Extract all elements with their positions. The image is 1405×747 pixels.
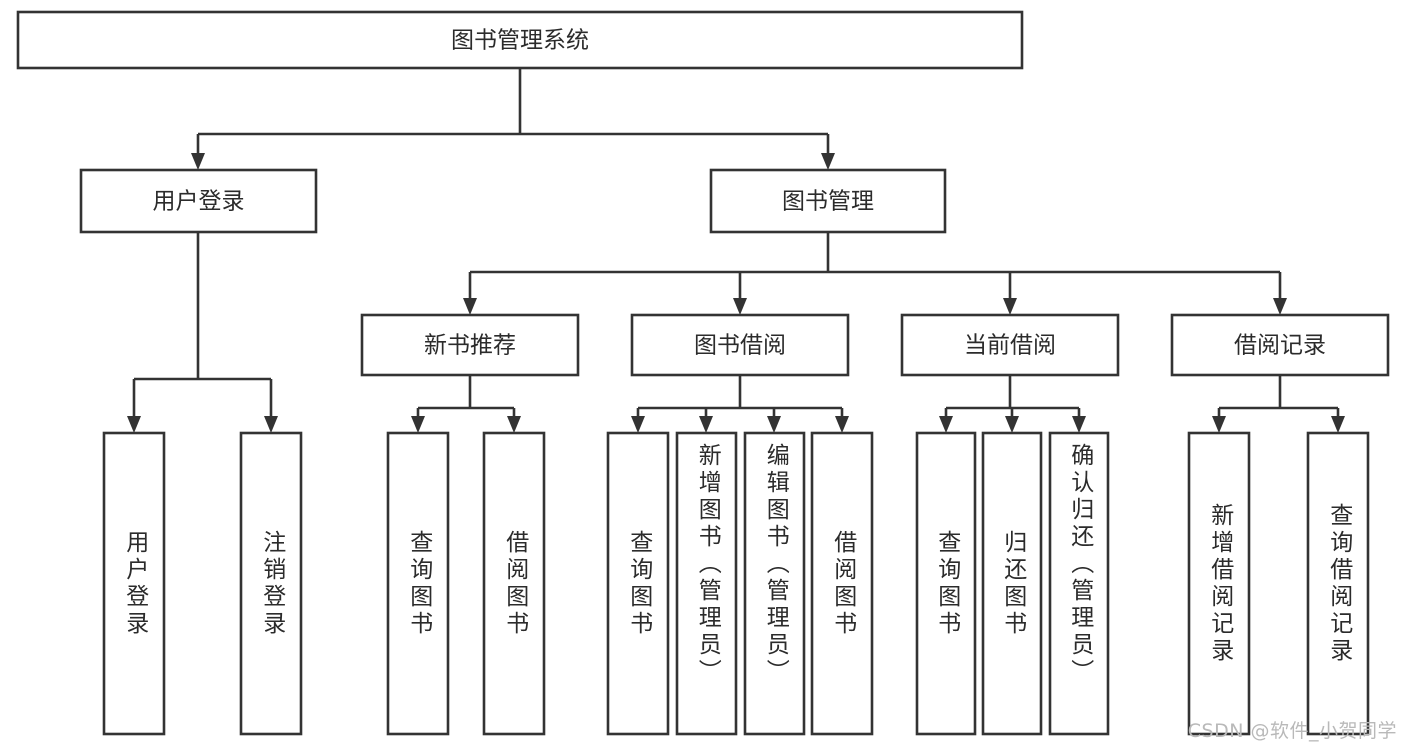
arrow-head-icon: [733, 298, 747, 315]
arrow-head-icon: [411, 416, 425, 433]
level2-node-label-1: 图书管理: [782, 189, 874, 215]
node-box-layer: [16, 10, 1390, 736]
arrow-head-icon: [631, 416, 645, 433]
leaf-node-box-5[interactable]: [675, 431, 738, 736]
level3-node-label-0: 新书推荐: [424, 333, 516, 359]
arrow-head-icon: [821, 153, 835, 170]
level3-node-box-2[interactable]: [900, 313, 1120, 377]
leaf-node-box-7[interactable]: [810, 431, 874, 736]
leaf-node-box-8[interactable]: [915, 431, 977, 736]
leaf-node-box-1[interactable]: [239, 431, 303, 736]
level2-node-box-0[interactable]: [79, 168, 318, 234]
arrow-head-icon: [507, 416, 521, 433]
leaf-node-box-4[interactable]: [606, 431, 670, 736]
level3-node-box-0[interactable]: [360, 313, 580, 377]
leaf-node-box-10[interactable]: [1048, 431, 1110, 736]
arrow-head-icon: [191, 153, 205, 170]
arrow-head-icon: [835, 416, 849, 433]
leaf-node-box-0[interactable]: [102, 431, 166, 736]
arrow-head-icon: [1212, 416, 1226, 433]
leaf-node-box-9[interactable]: [981, 431, 1043, 736]
arrow-head-icon: [1072, 416, 1086, 433]
level2-node-label-0: 用户登录: [153, 189, 245, 215]
connector-layer: [127, 68, 1345, 433]
arrow-head-icon: [463, 298, 477, 315]
level3-node-label-1: 图书借阅: [694, 333, 786, 359]
arrow-head-icon: [1003, 298, 1017, 315]
arrow-head-icon: [699, 416, 713, 433]
arrow-head-icon: [1331, 416, 1345, 433]
leaf-node-box-11[interactable]: [1187, 431, 1251, 736]
level3-node-label-2: 当前借阅: [964, 333, 1056, 359]
root-node-label-0: 图书管理系统: [451, 28, 589, 54]
arrow-head-icon: [264, 416, 278, 433]
arrow-head-icon: [767, 416, 781, 433]
leaf-node-box-2[interactable]: [386, 431, 450, 736]
arrow-head-icon: [1005, 416, 1019, 433]
arrow-head-icon: [127, 416, 141, 433]
leaf-node-box-12[interactable]: [1306, 431, 1370, 736]
level3-node-box-3[interactable]: [1170, 313, 1390, 377]
leaf-node-box-3[interactable]: [482, 431, 546, 736]
arrow-head-icon: [1273, 298, 1287, 315]
level3-node-label-3: 借阅记录: [1234, 333, 1326, 359]
level3-node-box-1[interactable]: [630, 313, 850, 377]
root-node-box-0[interactable]: [16, 10, 1024, 70]
csdn-watermark: CSDN @软件_小贺同学: [1187, 720, 1397, 742]
level2-node-box-1[interactable]: [709, 168, 947, 234]
leaf-node-box-6[interactable]: [743, 431, 806, 736]
arrow-head-icon: [939, 416, 953, 433]
